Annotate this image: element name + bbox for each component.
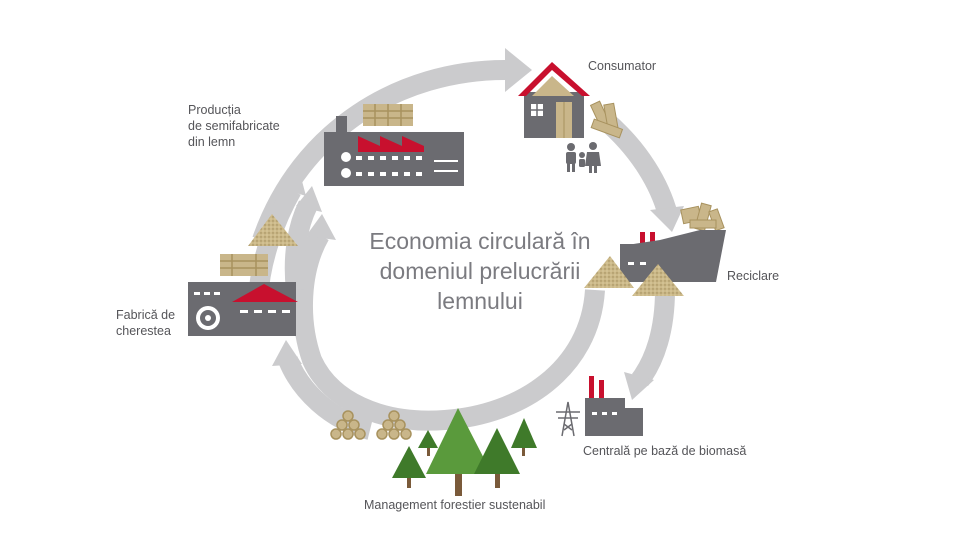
sawmill-building-icon — [188, 282, 298, 336]
board-bundle-icon — [220, 254, 268, 276]
label-sawmill: Fabrică de cherestea — [116, 307, 175, 339]
arrowhead-semifabricate-inner — [296, 186, 322, 212]
inner-cycle-arrow — [292, 230, 605, 431]
diagram-title-line: domeniul prelucrării — [379, 258, 581, 284]
sawdust-piles-icon — [584, 256, 684, 296]
wood-planks-icon — [589, 100, 624, 139]
arrowhead-inner-cycle — [306, 214, 336, 240]
arrowhead-sawmill — [272, 340, 302, 366]
label-line: din lemn — [188, 135, 236, 149]
label-semi-finished: Producția de semifabricate din lemn — [188, 102, 280, 150]
family-icon — [566, 142, 601, 173]
consumer-house-icon — [518, 62, 590, 138]
log-pile-right-icon — [376, 410, 412, 440]
forest-icon — [392, 408, 537, 496]
tree-icon — [418, 430, 438, 456]
power-pylon-icon — [556, 401, 580, 437]
label-forest: Management forestier sustenabil — [364, 498, 546, 512]
recycling-factory-icon — [620, 230, 726, 282]
arrow-to-biomass — [631, 289, 675, 386]
arrow-to-semifabricate-inner — [284, 200, 318, 292]
arrowhead-recycling — [650, 206, 684, 232]
label-consumer: Consumator — [588, 59, 657, 73]
tree-icon — [426, 408, 492, 496]
arrowhead-biomass — [624, 372, 654, 400]
arrowhead-consumer — [505, 48, 532, 92]
lumber-stack-icon — [363, 104, 413, 126]
biomass-plant-icon — [585, 376, 643, 436]
arrow-heads — [272, 48, 684, 400]
semifabricate-factory-icon — [324, 116, 464, 186]
tree-icon — [392, 446, 426, 488]
label-line: cherestea — [116, 324, 171, 338]
label-biomass-plant: Centrală pe bază de biomasă — [583, 444, 747, 458]
label-line: de semifabricate — [188, 119, 280, 133]
tree-icon — [511, 418, 537, 456]
log-pile-left-icon — [330, 410, 366, 440]
sawdust-pile-icon — [248, 214, 298, 246]
recycled-wood-icon — [680, 202, 725, 232]
tree-icon — [474, 428, 520, 488]
label-recycling: Reciclare — [727, 269, 780, 283]
arrowhead-semifabricate-outer — [280, 166, 306, 196]
label-line: Producția — [188, 103, 241, 117]
label-line: Fabrică de — [116, 308, 176, 322]
diagram-title-line: lemnului — [437, 288, 523, 314]
saw-blade-icon — [196, 306, 220, 330]
diagram-title: Economia circulară în domeniul prelucrăr… — [335, 226, 625, 316]
diagram-title-line: Economia circulară în — [369, 228, 591, 254]
